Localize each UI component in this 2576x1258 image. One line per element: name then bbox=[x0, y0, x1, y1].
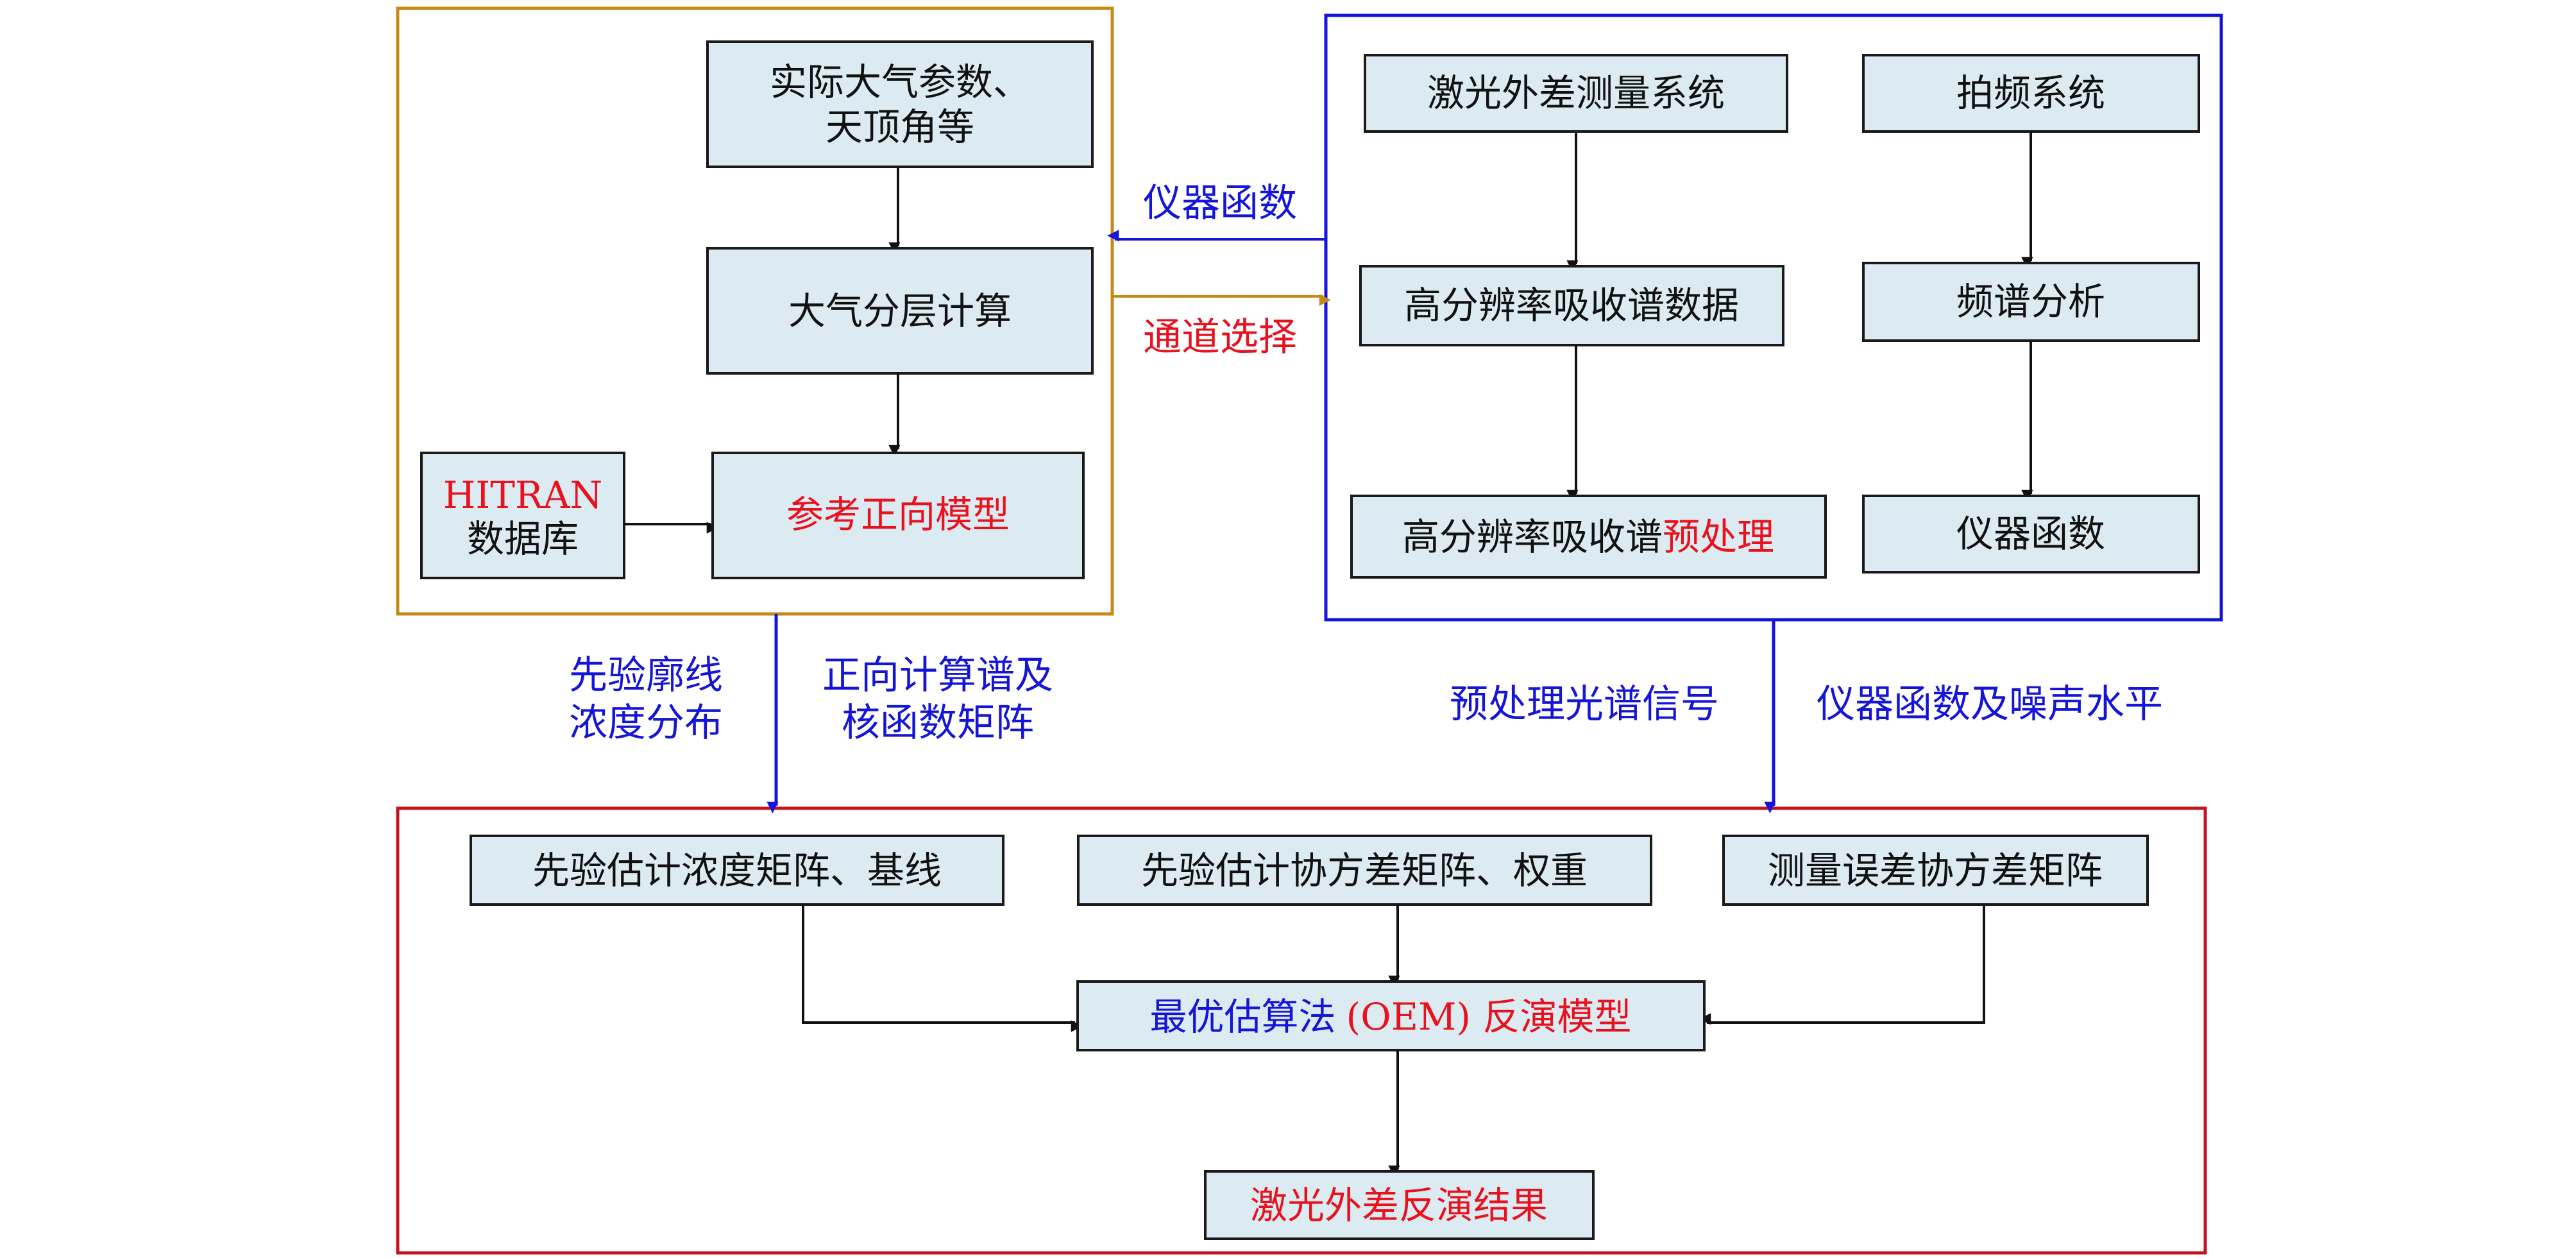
heterodyne-system-label: 激光外差测量系统 bbox=[1427, 71, 1725, 115]
oem-label: 最优估算法(OEM) 反演模型 bbox=[1150, 995, 1632, 1039]
measurement-covariance-label: 测量误差协方差矩阵 bbox=[1768, 849, 2103, 892]
spectrum-analysis-label: 频谱分析 bbox=[1956, 280, 2105, 323]
arrow-measurement-covariance-to-oem bbox=[1699, 905, 1985, 1025]
instrument-function-node: 仪器函数 bbox=[1862, 495, 2200, 574]
beat-system-label: 拍频系统 bbox=[1956, 71, 2105, 115]
prior-profile-line1: 先验廓线 bbox=[569, 653, 723, 698]
hitran-node: HITRAN 数据库 bbox=[420, 452, 625, 579]
prior-covariance-label: 先验估计协方差矩阵、权重 bbox=[1141, 849, 1588, 892]
forward-model-node: 参考正向模型 bbox=[711, 452, 1085, 579]
forward-spectrum-line2: 核函数矩阵 bbox=[842, 701, 1034, 745]
result-label: 激光外差反演结果 bbox=[1250, 1184, 1548, 1227]
channel-selection-label: 通道选择 bbox=[1143, 315, 1297, 360]
forward-model-label: 参考正向模型 bbox=[786, 493, 1010, 536]
instrument-noise-label: 仪器函数及噪声水平 bbox=[1817, 682, 2163, 727]
hires-data-label: 高分辨率吸收谱数据 bbox=[1404, 284, 1739, 327]
prior-concentration-node: 先验估计浓度矩阵、基线 bbox=[470, 835, 1004, 906]
model-group-frame bbox=[396, 6, 1114, 616]
beat-system-node: 拍频系统 bbox=[1862, 54, 2200, 133]
retrieval-group-frame bbox=[396, 806, 2207, 1255]
arrow-prior-concentration-to-oem bbox=[802, 905, 1083, 1032]
preprocess-label: 高分辨率吸收谱预处理 bbox=[1402, 515, 1774, 559]
forward-spectrum-line1: 正向计算谱及 bbox=[822, 653, 1053, 698]
result-node: 激光外差反演结果 bbox=[1204, 1170, 1595, 1240]
oem-label-part1: 最优估算法 bbox=[1150, 995, 1336, 1039]
instrument-function-label: 仪器函数 bbox=[1956, 512, 2105, 556]
atmos-params-node: 实际大气参数、 天顶角等 bbox=[706, 40, 1094, 168]
layering-node: 大气分层计算 bbox=[706, 247, 1094, 375]
oem-label-part2: (OEM) 反演模型 bbox=[1346, 995, 1632, 1039]
preprocess-suffix: 预处理 bbox=[1663, 515, 1774, 559]
prior-covariance-node: 先验估计协方差矩阵、权重 bbox=[1077, 835, 1652, 906]
preprocessed-signal-label: 预处理光谱信号 bbox=[1450, 682, 1719, 727]
layering-label: 大气分层计算 bbox=[788, 289, 1012, 333]
atmos-params-line1: 实际大气参数、 bbox=[770, 60, 1030, 104]
database-label: 数据库 bbox=[467, 517, 579, 561]
prior-profile-line2: 浓度分布 bbox=[569, 701, 723, 745]
atmos-params-line2: 天顶角等 bbox=[826, 105, 974, 149]
hires-data-node: 高分辨率吸收谱数据 bbox=[1359, 265, 1784, 346]
instrument-function-connector-label: 仪器函数 bbox=[1143, 181, 1297, 226]
measurement-covariance-node: 测量误差协方差矩阵 bbox=[1722, 835, 2149, 906]
oem-node: 最优估算法(OEM) 反演模型 bbox=[1076, 980, 1706, 1051]
spectrum-analysis-node: 频谱分析 bbox=[1862, 262, 2200, 342]
hitran-label: HITRAN bbox=[443, 473, 602, 517]
heterodyne-system-node: 激光外差测量系统 bbox=[1364, 54, 1788, 133]
preprocess-prefix: 高分辨率吸收谱 bbox=[1402, 515, 1663, 559]
prior-concentration-label: 先验估计浓度矩阵、基线 bbox=[532, 849, 942, 892]
preprocess-node: 高分辨率吸收谱预处理 bbox=[1350, 495, 1827, 579]
